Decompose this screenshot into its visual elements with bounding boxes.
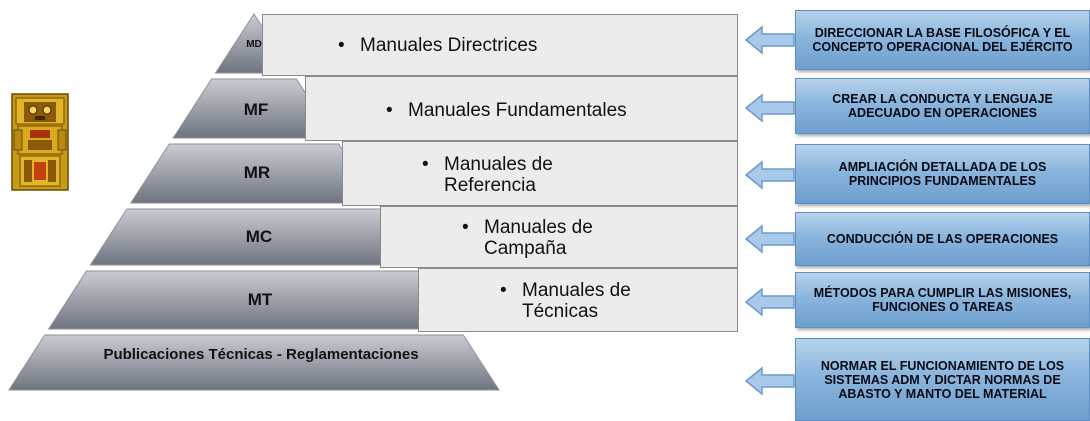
left-arrow-icon [744,25,795,55]
panel-mr-label: •Manuales de Referencia [422,154,553,196]
left-arrow-icon [744,366,795,396]
panel-mr: •Manuales de Referencia [342,141,738,206]
panel-mf: •Manuales Fundamentales [305,76,738,141]
description-box-4: CONDUCCIÓN DE LAS OPERACIONES [795,212,1090,266]
panel-mc: •Manuales de Campaña [380,206,738,268]
level-mc-label: MC [245,227,273,246]
level-md-label: MD [246,39,262,50]
panel-mt: •Manuales de Técnicas [418,268,738,332]
tiwanaku-idol-icon [11,93,69,191]
tier-base [8,334,500,391]
description-box-1: DIRECCIONAR LA BASE FILOSÓFICA Y EL CONC… [795,10,1090,70]
left-arrow-icon [744,160,795,190]
left-arrow-icon [744,287,795,317]
left-arrow-icon [744,224,795,254]
panel-md: •Manuales Directrices [262,14,738,76]
base-label: Publicaciones Técnicas - Reglamentacione… [103,346,419,363]
left-arrow-icon [744,93,795,123]
description-box-2: CREAR LA CONDUCTA Y LENGUAJE ADECUADO EN… [795,78,1090,134]
description-box-3: AMPLIACIÓN DETALLADA DE LOS PRINCIPIOS F… [795,144,1090,204]
description-box-6: NORMAR EL FUNCIONAMIENTO DE LOS SISTEMAS… [795,338,1090,421]
panel-mt-label: •Manuales de Técnicas [500,280,631,322]
panel-mc-label: •Manuales de Campaña [462,217,593,259]
panel-mf-label: •Manuales Fundamentales [386,100,627,121]
level-mt-label: MT [247,290,273,309]
level-mr-label: MR [243,163,271,182]
level-mf-label: MF [243,100,269,119]
panel-md-label: •Manuales Directrices [338,35,538,56]
description-box-5: MÉTODOS PARA CUMPLIR LAS MISIONES, FUNCI… [795,272,1090,328]
